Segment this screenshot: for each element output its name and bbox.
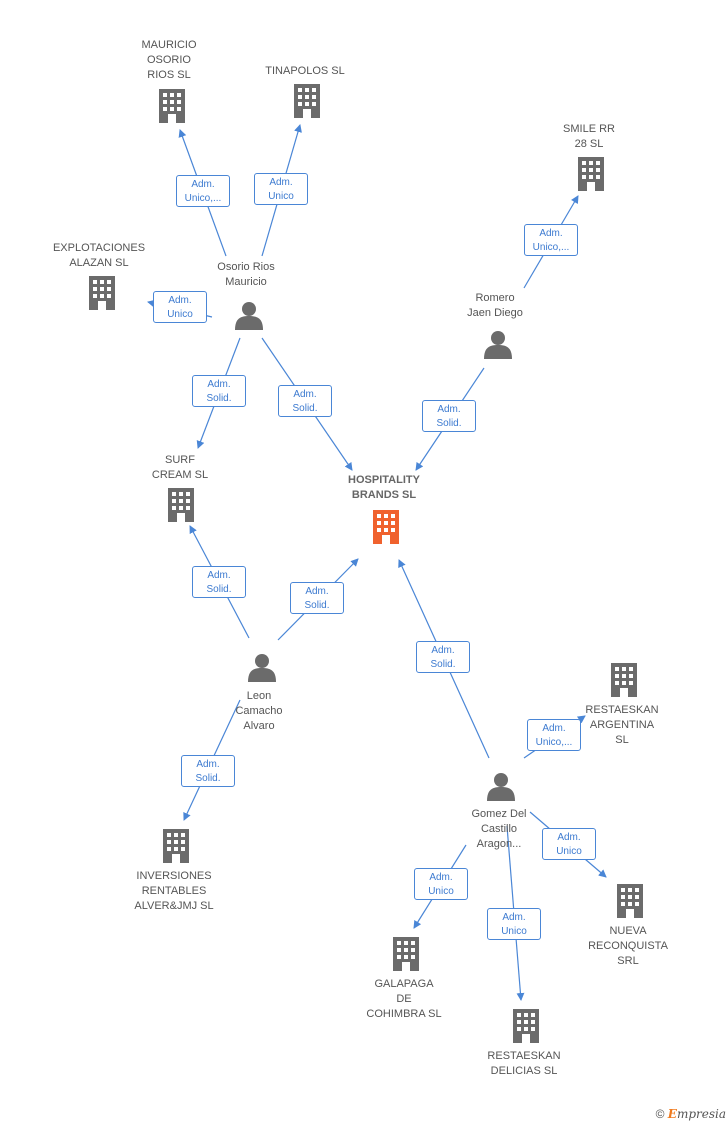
building-icon-restaeskan_delicias[interactable]: [513, 1009, 539, 1043]
building-icon-explotaciones_alazan[interactable]: [89, 276, 115, 310]
node-label-smile_rr_28[interactable]: SMILE RR 28 SL: [563, 123, 615, 150]
node-label-hospitality_brands[interactable]: HOSPITALITY BRANDS SL: [348, 474, 420, 501]
edge-label-romero_jaen_diego-to-hospitality_brands[interactable]: Adm. Solid.: [422, 400, 476, 432]
building-icon-tinapolos[interactable]: [294, 84, 320, 118]
node-label-romero_jaen_diego[interactable]: Romero Jaen Diego: [467, 292, 523, 319]
node-label-leon_camacho_alvaro[interactable]: Leon Camacho Alvaro: [235, 690, 283, 732]
building-icon-mauricio_osorio_rios[interactable]: [159, 89, 185, 123]
edge-label-leon_camacho_alvaro-to-surf_cream[interactable]: Adm. Solid.: [192, 566, 246, 598]
node-label-gomez_del_castillo[interactable]: Gomez Del Castillo Aragon...: [471, 808, 527, 850]
edge-label-osorio_rios_mauricio-to-mauricio_osorio_rios[interactable]: Adm. Unico,...: [176, 175, 230, 207]
edge-label-leon_camacho_alvaro-to-hospitality_brands[interactable]: Adm. Solid.: [290, 582, 344, 614]
node-label-osorio_rios_mauricio[interactable]: Osorio Rios Mauricio: [217, 261, 275, 288]
node-label-surf_cream[interactable]: SURF CREAM SL: [151, 454, 209, 481]
edge-label-osorio_rios_mauricio-to-surf_cream[interactable]: Adm. Solid.: [192, 375, 246, 407]
person-icon-romero_jaen_diego[interactable]: [484, 331, 512, 359]
node-label-restaeskan_delicias[interactable]: RESTAESKAN DELICIAS SL: [487, 1050, 561, 1077]
node-label-explotaciones_alazan[interactable]: EXPLOTACIONES ALAZAN SL: [52, 242, 146, 269]
footer-brand: © Empresia: [656, 1107, 726, 1121]
building-icon-inversiones_rentables[interactable]: [163, 829, 189, 863]
node-label-galapaga_de_cohimbra[interactable]: GALAPAGA DE COHIMBRA SL: [366, 978, 442, 1020]
node-label-restaeskan_argentina[interactable]: RESTAESKAN ARGENTINA SL: [585, 704, 659, 746]
copyright-symbol: ©: [655, 1107, 665, 1121]
edge-label-gomez_del_castillo-to-restaeskan_delicias[interactable]: Adm. Unico: [487, 908, 541, 940]
edge-label-osorio_rios_mauricio-to-tinapolos[interactable]: Adm. Unico: [254, 173, 308, 205]
node-label-tinapolos[interactable]: TINAPOLOS SL: [265, 65, 345, 77]
node-label-inversiones_rentables[interactable]: INVERSIONES RENTABLES ALVER&JMJ SL: [134, 870, 214, 912]
building-icon-surf_cream[interactable]: [168, 488, 194, 522]
node-label-mauricio_osorio_rios[interactable]: MAURICIO OSORIO RIOS SL: [141, 39, 197, 81]
edge-label-gomez_del_castillo-to-hospitality_brands[interactable]: Adm. Solid.: [416, 641, 470, 673]
empresia-logo[interactable]: Empresia: [667, 1107, 726, 1121]
edge-label-romero_jaen_diego-to-smile_rr_28[interactable]: Adm. Unico,...: [524, 224, 578, 256]
person-icon-osorio_rios_mauricio[interactable]: [235, 302, 263, 330]
building-icon-hospitality_brands[interactable]: [373, 510, 399, 544]
building-icon-restaeskan_argentina[interactable]: [611, 663, 637, 697]
building-icon-galapaga_de_cohimbra[interactable]: [393, 937, 419, 971]
node-label-nueva_reconquista[interactable]: NUEVA RECONQUISTA SRL: [588, 925, 668, 967]
person-icon-leon_camacho_alvaro[interactable]: [248, 654, 276, 682]
building-icon-nueva_reconquista[interactable]: [617, 884, 643, 918]
edge-label-osorio_rios_mauricio-to-explotaciones_alazan[interactable]: Adm. Unico: [153, 291, 207, 323]
edge-label-gomez_del_castillo-to-restaeskan_argentina[interactable]: Adm. Unico,...: [527, 719, 581, 751]
building-icon-smile_rr_28[interactable]: [578, 157, 604, 191]
edge-label-gomez_del_castillo-to-nueva_reconquista[interactable]: Adm. Unico: [542, 828, 596, 860]
edge-label-leon_camacho_alvaro-to-inversiones_rentables[interactable]: Adm. Solid.: [181, 755, 235, 787]
edge-label-osorio_rios_mauricio-to-hospitality_brands[interactable]: Adm. Solid.: [278, 385, 332, 417]
person-icon-gomez_del_castillo[interactable]: [487, 773, 515, 801]
edge-label-gomez_del_castillo-to-galapaga_de_cohimbra[interactable]: Adm. Unico: [414, 868, 468, 900]
